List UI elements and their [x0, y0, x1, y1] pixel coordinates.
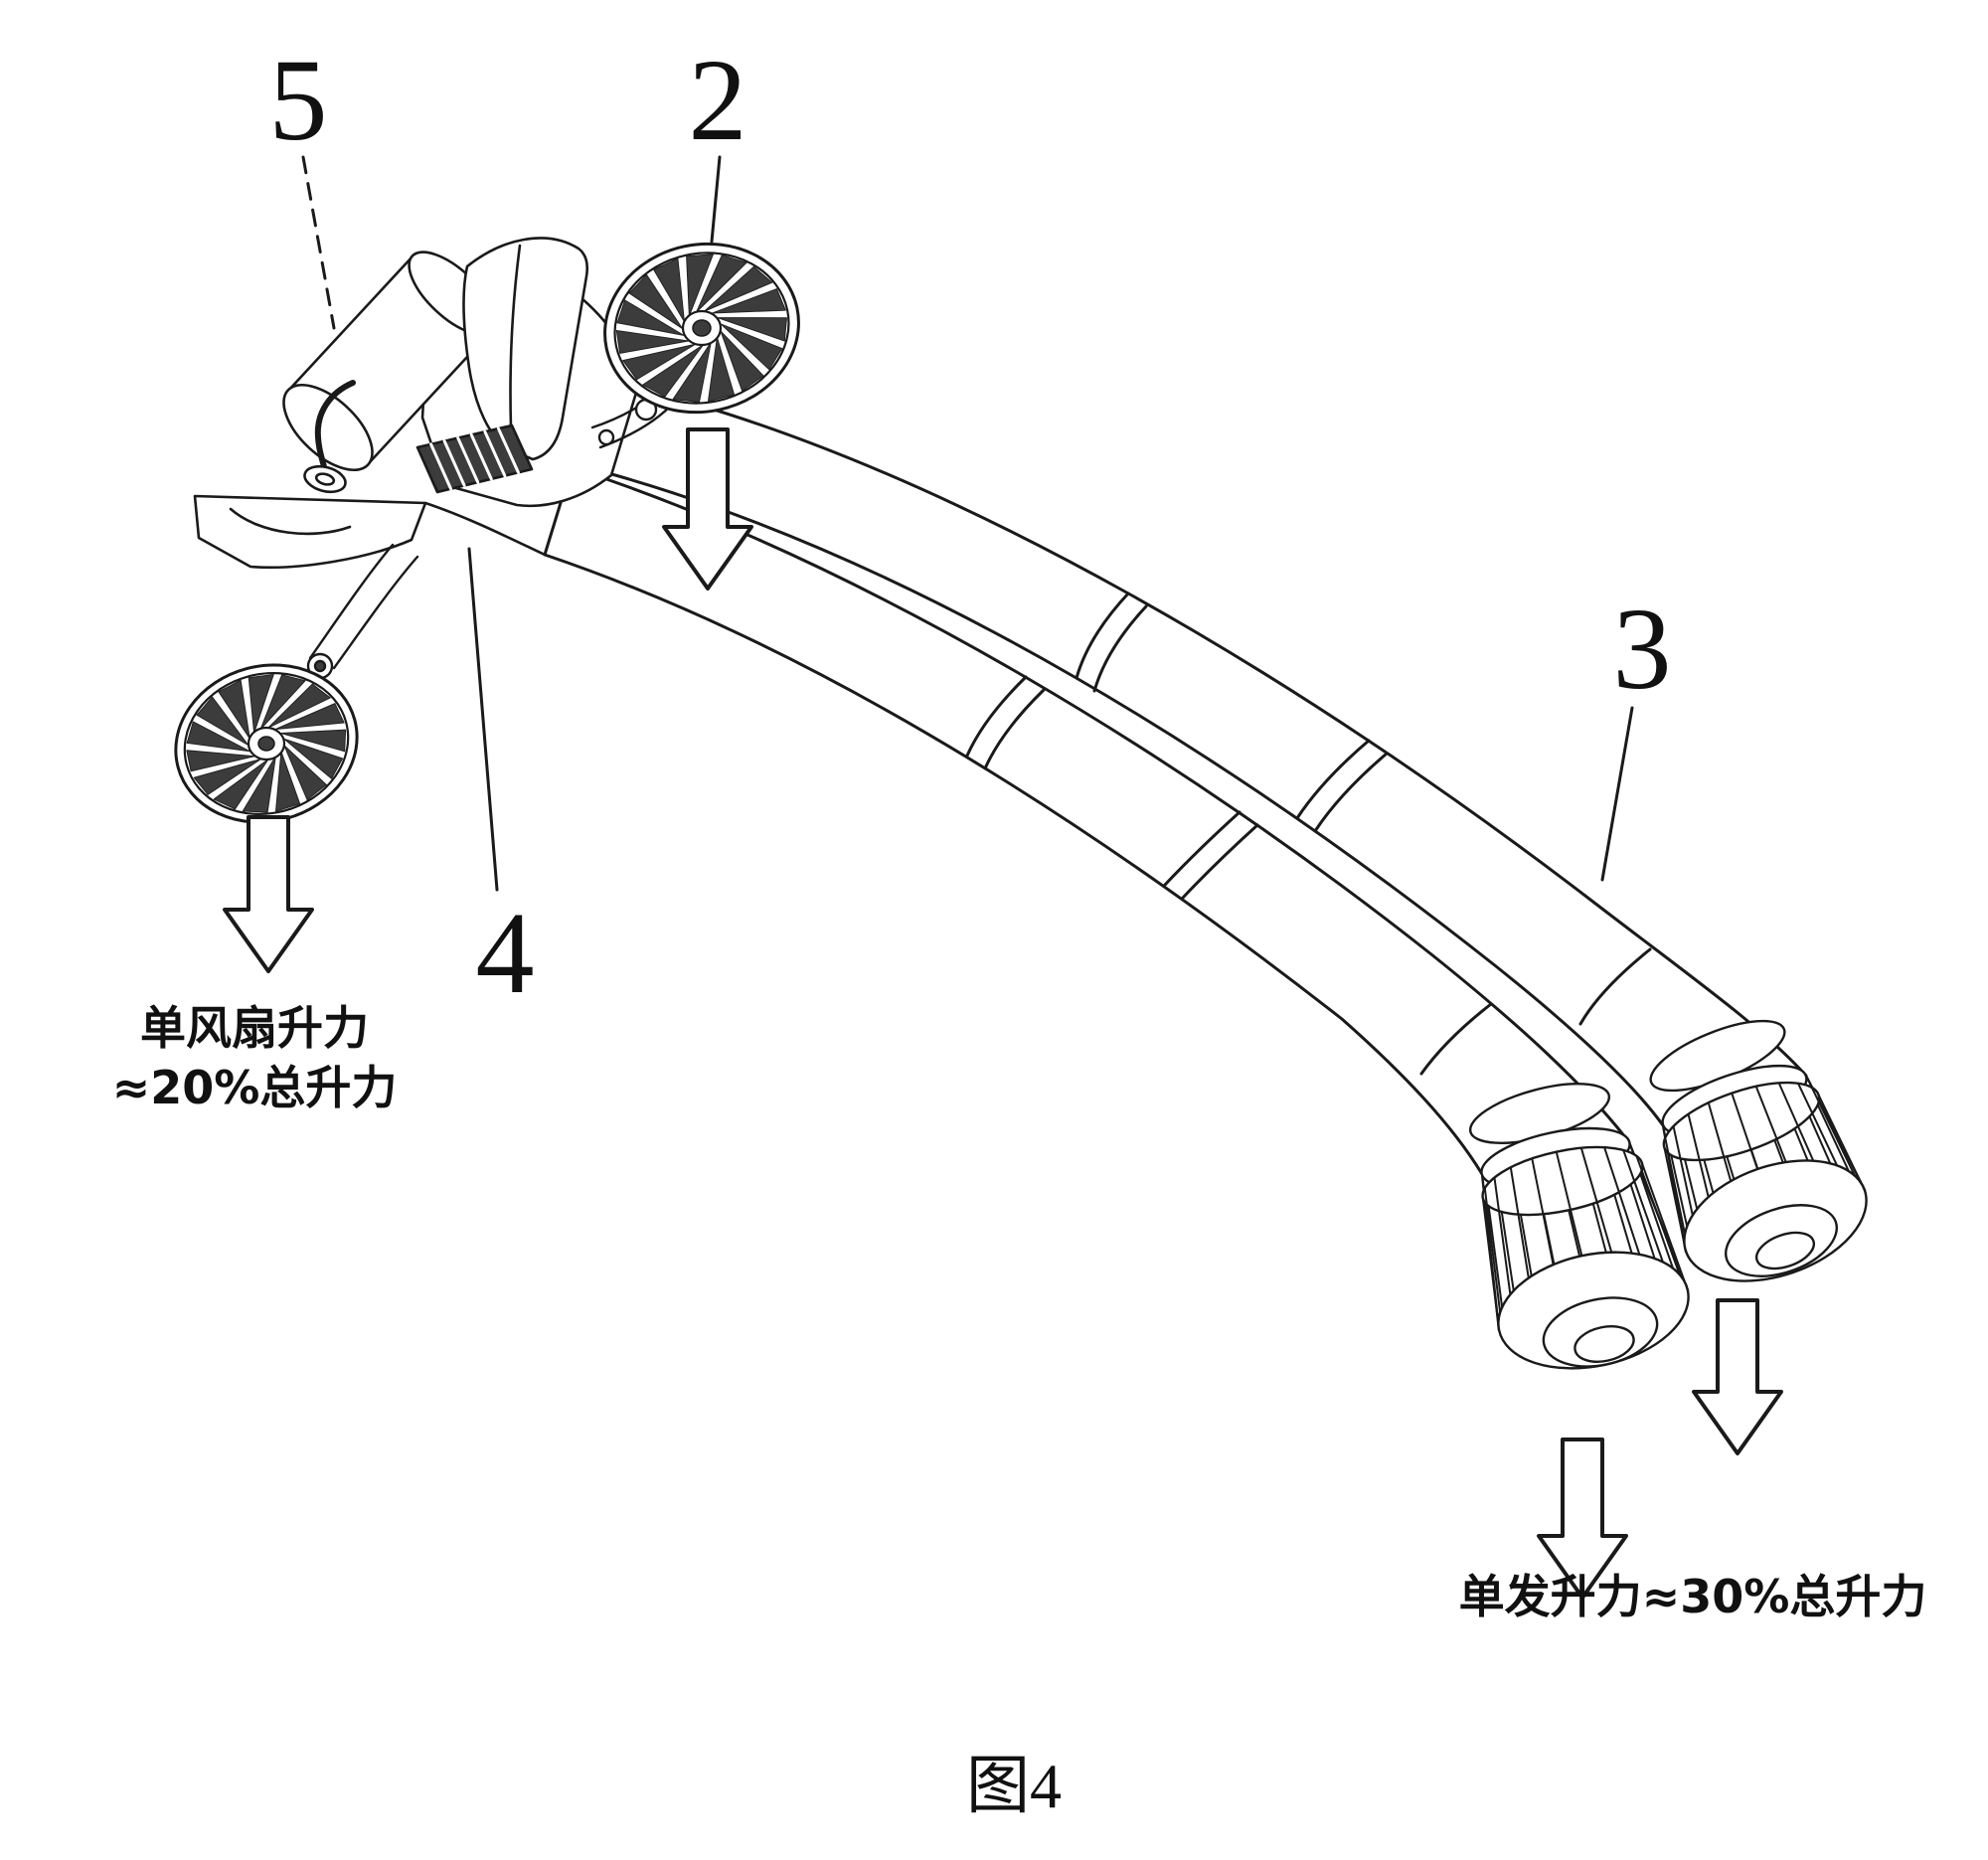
- label-part4: 4: [476, 888, 535, 1018]
- right-engine-nozzle: [1649, 1019, 1868, 1282]
- intake-flap: [462, 237, 589, 461]
- transmission-grille: [415, 423, 534, 494]
- engine-lift-annotation: 单发升力≈30%总升力: [1459, 1570, 1927, 1623]
- canard-plate: [193, 494, 427, 570]
- leader-part5: [301, 155, 336, 330]
- leader-lines: [301, 155, 1634, 892]
- top-lift-fan: [603, 242, 800, 415]
- top-fan-thrust-arrow: [662, 427, 753, 591]
- left-fan-thrust-arrow: [223, 815, 314, 973]
- airframe: [174, 155, 1868, 1600]
- right-nozzle-thrust-arrow: [1692, 1298, 1783, 1455]
- label-part3: 3: [1613, 584, 1672, 714]
- fan-lift-annotation-line1: 单风扇升力: [140, 1001, 369, 1055]
- far-engine-boom: [606, 386, 1808, 1127]
- label-part2: 2: [689, 35, 747, 165]
- fuel-line-hook: [314, 380, 356, 476]
- left-nozzle-thrust-arrow: [1537, 1437, 1628, 1600]
- leader-part3: [1600, 706, 1634, 882]
- fan-blades: [186, 673, 347, 813]
- left-lift-fan: [174, 663, 359, 824]
- figure-caption: 图4: [966, 1751, 1062, 1821]
- auxiliary-cylinder: [282, 251, 497, 494]
- left-fan-strut: [306, 543, 419, 680]
- left-engine-nozzle: [1468, 1083, 1690, 1370]
- fan-blades: [615, 254, 787, 403]
- thrust-arrows: [223, 427, 1783, 1600]
- leader-part4: [467, 547, 499, 892]
- label-part5: 5: [269, 35, 328, 165]
- leader-part2: [710, 155, 722, 244]
- fan-lift-annotation-line2: ≈20%总升力: [112, 1061, 398, 1114]
- front-fuselage: [193, 237, 682, 680]
